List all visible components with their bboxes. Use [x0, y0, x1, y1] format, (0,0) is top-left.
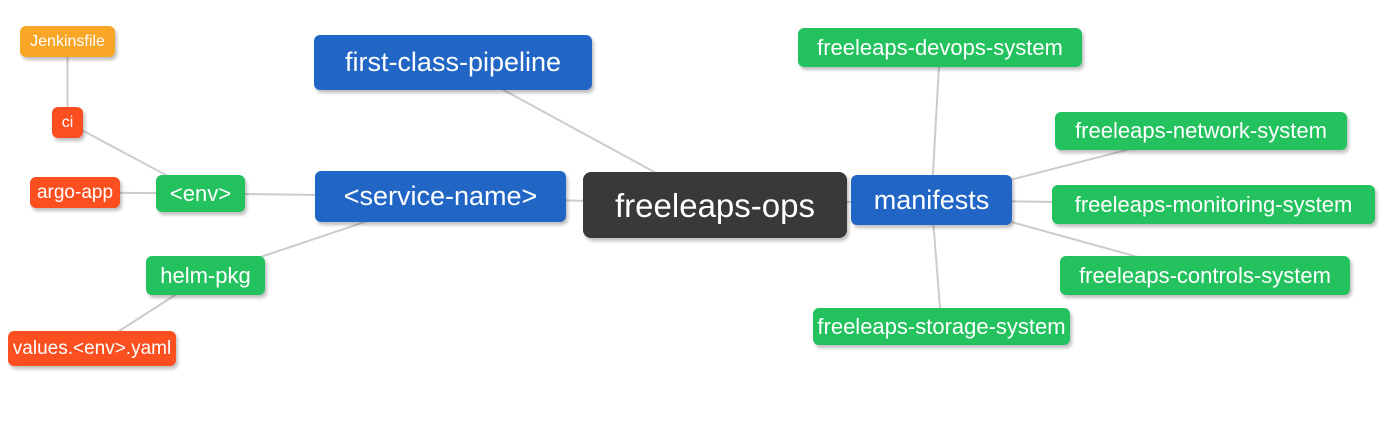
- node-manifests[interactable]: manifests: [851, 175, 1012, 225]
- node-label-freeleaps-ops: freeleaps-ops: [615, 186, 815, 224]
- node-freeleaps-monitoring-system[interactable]: freeleaps-monitoring-system: [1052, 185, 1375, 224]
- node-label-jenkinsfile: Jenkinsfile: [30, 32, 105, 50]
- node-label-freeleaps-network-system: freeleaps-network-system: [1075, 118, 1327, 143]
- node-label-freeleaps-storage-system: freeleaps-storage-system: [817, 313, 1066, 339]
- node-values-env-yaml[interactable]: values.<env>.yaml: [8, 331, 176, 366]
- node-freeleaps-network-system[interactable]: freeleaps-network-system: [1055, 112, 1347, 150]
- node-label-env: <env>: [169, 180, 232, 206]
- edge-manifests-freeleaps-devops-system: [930, 47, 941, 201]
- node-label-argo-app: argo-app: [36, 182, 114, 203]
- node-label-freeleaps-devops-system: freeleaps-devops-system: [817, 34, 1063, 60]
- node-jenkinsfile[interactable]: Jenkinsfile: [20, 26, 115, 57]
- node-label-helm-pkg: helm-pkg: [160, 262, 251, 288]
- node-ci[interactable]: ci: [52, 107, 83, 138]
- node-label-freeleaps-controls-system: freeleaps-controls-system: [1079, 262, 1331, 288]
- node-label-service-name: <service-name>: [343, 181, 538, 211]
- node-helm-pkg[interactable]: helm-pkg: [146, 256, 265, 295]
- node-label-manifests: manifests: [873, 184, 990, 215]
- node-freeleaps-storage-system[interactable]: freeleaps-storage-system: [813, 308, 1070, 345]
- node-freeleaps-ops[interactable]: freeleaps-ops: [583, 172, 847, 238]
- node-service-name[interactable]: <service-name>: [315, 171, 566, 222]
- node-label-values-env-yaml: values.<env>.yaml: [12, 338, 172, 359]
- node-env[interactable]: <env>: [156, 175, 245, 212]
- node-label-freeleaps-monitoring-system: freeleaps-monitoring-system: [1074, 191, 1353, 217]
- node-label-first-class-pipeline: first-class-pipeline: [344, 47, 562, 77]
- node-argo-app[interactable]: argo-app: [30, 177, 120, 208]
- node-label-ci: ci: [61, 113, 74, 131]
- node-freeleaps-controls-system[interactable]: freeleaps-controls-system: [1060, 256, 1350, 295]
- node-freeleaps-devops-system[interactable]: freeleaps-devops-system: [798, 28, 1082, 67]
- node-first-class-pipeline[interactable]: first-class-pipeline: [314, 35, 592, 90]
